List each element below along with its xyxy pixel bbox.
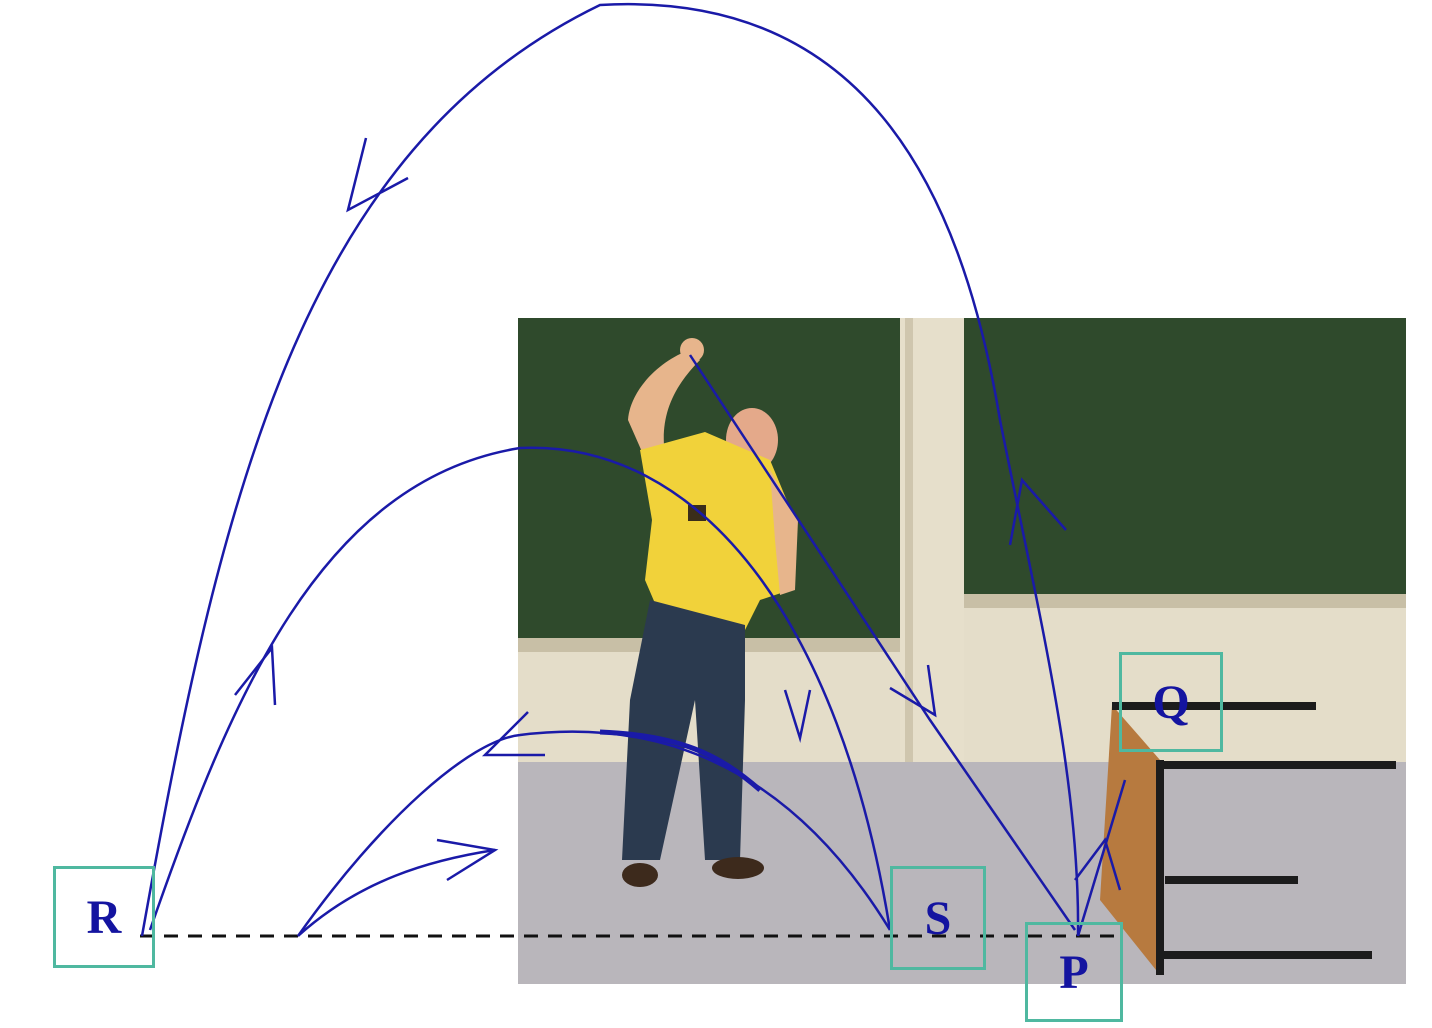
trajectory-large-arc	[140, 2, 1080, 937]
raised-arm	[628, 350, 700, 470]
label-p: P	[1025, 922, 1123, 1022]
pillar-shadow	[905, 318, 913, 788]
launch-arrow-shaft	[297, 848, 496, 937]
shirt-pocket-item	[688, 505, 706, 521]
yellow-shirt	[640, 432, 795, 635]
trajectory-hand-line	[688, 354, 1077, 931]
arrowhead-3	[481, 711, 545, 757]
lecturer	[622, 338, 798, 887]
arrowhead-2	[234, 644, 277, 706]
jeans	[622, 600, 745, 860]
label-s: S	[890, 866, 986, 970]
label-r: R	[53, 866, 155, 968]
chalk-ledge-right	[964, 594, 1406, 608]
arrowhead-7	[1008, 477, 1067, 546]
trajectory-medium-arc	[148, 446, 892, 931]
table	[1100, 702, 1396, 975]
lecture-photo	[518, 318, 1406, 984]
chalkboard-right	[964, 318, 1406, 594]
arrowhead-4	[436, 838, 499, 882]
arrowhead-8	[1074, 837, 1122, 891]
label-q: Q	[1119, 652, 1223, 752]
wall-panel-right	[964, 608, 1406, 762]
trajectory-table-line	[1076, 779, 1127, 937]
arrowhead-1	[346, 137, 409, 213]
trajectory-small-arc	[296, 730, 892, 937]
arrowhead-6	[889, 664, 937, 718]
lowered-arm	[770, 470, 798, 595]
shoe-right	[712, 857, 764, 879]
table-top	[1100, 705, 1160, 975]
trajectories	[140, 2, 1127, 937]
trajectory-small-arc-bold	[599, 729, 762, 792]
raised-fist	[680, 338, 704, 362]
arrowhead-5	[783, 689, 812, 743]
shoe-left	[622, 863, 658, 887]
